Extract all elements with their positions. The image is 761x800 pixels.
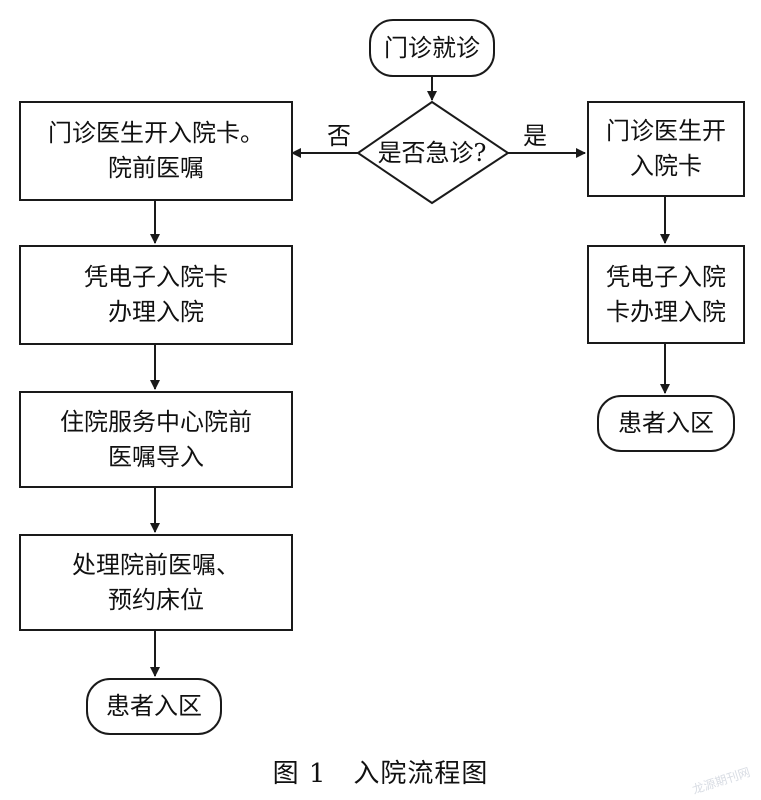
left-step-3: 住院服务中心院前 医嘱导入	[19, 391, 293, 488]
right-step-1-label: 门诊医生开 入院卡	[606, 117, 726, 180]
left-end-label: 患者入区	[106, 692, 202, 720]
right-step-2: 凭电子入院 卡办理入院	[587, 245, 745, 344]
left-step-4: 处理院前医嘱、 预约床位	[19, 534, 293, 631]
decision-label: 是否急诊?	[377, 139, 487, 167]
right-end-label: 患者入区	[618, 409, 714, 437]
start-node-label: 门诊就诊	[384, 33, 480, 62]
right-step-2-label: 凭电子入院 卡办理入院	[606, 262, 726, 326]
figure-caption: 图 1 入院流程图	[272, 759, 489, 789]
left-step-3-label: 住院服务中心院前 医嘱导入	[60, 407, 252, 471]
left-end-node: 患者入区	[86, 678, 222, 735]
branch-yes-label: 是	[523, 122, 547, 150]
left-step-1-label: 门诊医生开入院卡。 院前医嘱	[48, 119, 264, 182]
start-node: 门诊就诊	[369, 19, 495, 77]
left-step-4-label: 处理院前医嘱、 预约床位	[72, 550, 240, 614]
decision-diamond	[356, 100, 510, 205]
left-step-1: 门诊医生开入院卡。 院前医嘱	[19, 101, 293, 201]
branch-no-label: 否	[327, 122, 351, 150]
left-step-2-label: 凭电子入院卡 办理入院	[84, 263, 228, 326]
left-step-2: 凭电子入院卡 办理入院	[19, 245, 293, 345]
right-end-node: 患者入区	[597, 395, 735, 452]
right-step-1: 门诊医生开 入院卡	[587, 101, 745, 197]
